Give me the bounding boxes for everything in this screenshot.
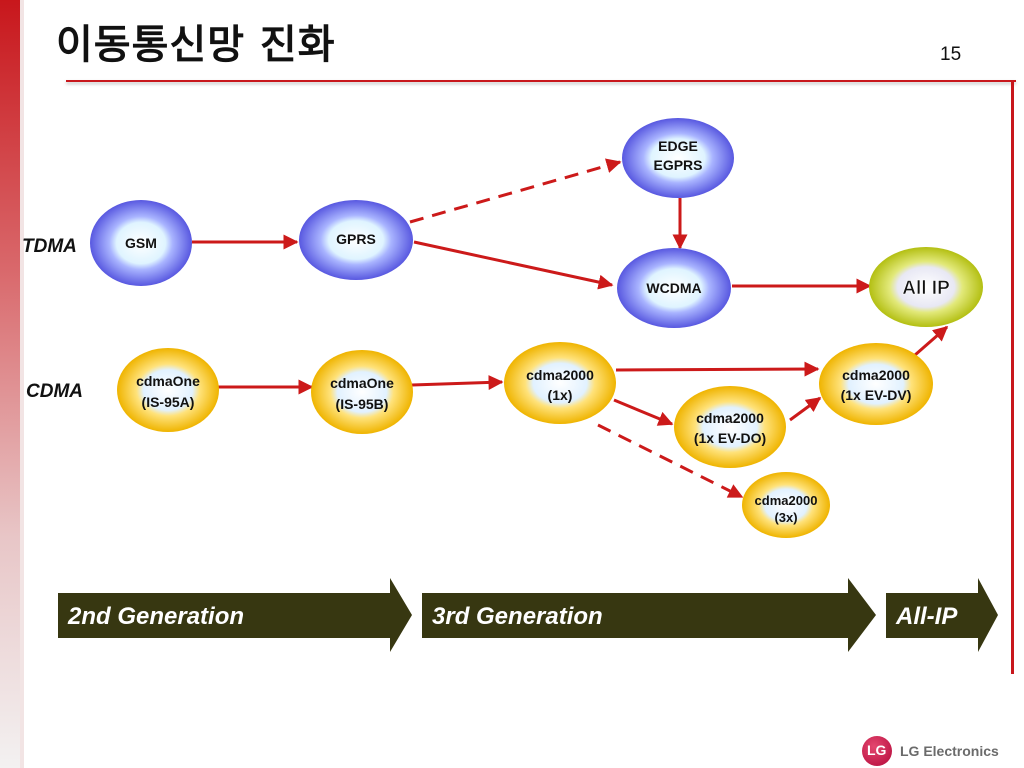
generation-3rd-label: 3rd Generation xyxy=(432,603,603,630)
arrow-1x-evdv xyxy=(615,361,820,377)
node-allip: All IP xyxy=(869,247,983,327)
node-edge-label-line1: EDGE xyxy=(658,138,698,154)
slide-title: 이동통신망 진화 xyxy=(56,22,336,68)
node-cdmaone-is95b-line1: cdmaOne xyxy=(330,375,394,391)
node-allip-label: All IP xyxy=(902,278,950,299)
node-cdma2000-evdv-line2: (1x EV-DV) xyxy=(841,387,912,403)
arrow-1x-evdo xyxy=(613,398,674,426)
node-cdma2000-3x-line1: cdma2000 xyxy=(755,493,818,508)
generation-2nd: 2nd Generation xyxy=(58,578,412,652)
node-cdmaone-is95b-line2: (IS-95B) xyxy=(336,396,389,412)
left-accent-bar-edge xyxy=(20,0,24,768)
node-gsm-label: GSM xyxy=(125,235,157,251)
node-wcdma-label: WCDMA xyxy=(646,280,701,296)
node-cdma2000-evdo-line2: (1x EV-DO) xyxy=(694,430,766,446)
left-accent-bar xyxy=(0,0,20,768)
arrow-1x-3x-dashed xyxy=(597,423,744,499)
arrow-is95b-1x xyxy=(411,374,504,390)
node-cdma2000-evdv-line1: cdma2000 xyxy=(842,367,910,383)
row-label-cdma: CDMA xyxy=(26,381,83,402)
lg-logo-icon: LG xyxy=(862,736,892,766)
node-cdmaone-is95a-line1: cdmaOne xyxy=(136,373,200,389)
generation-2nd-label: 2nd Generation xyxy=(67,603,244,630)
node-cdmaone-is95b: cdmaOne (IS-95B) xyxy=(311,350,413,434)
right-border xyxy=(1011,82,1014,674)
node-edge-label-line2: EGPRS xyxy=(653,157,702,173)
node-cdmaone-is95a-line2: (IS-95A) xyxy=(142,394,195,410)
connector-arrows xyxy=(192,158,949,499)
node-cdma2000-1x-line1: cdma2000 xyxy=(526,367,594,383)
lg-electronics-logo: LG LG Electronics xyxy=(862,735,999,767)
generation-allip: All-IP xyxy=(886,578,998,652)
generation-3rd: 3rd Generation xyxy=(422,578,876,652)
node-gprs: GPRS xyxy=(299,200,413,280)
node-cdma2000-3x: cdma2000 (3x) xyxy=(742,472,830,538)
node-cdma2000-evdo-line1: cdma2000 xyxy=(696,410,764,426)
arrow-evdv-allip xyxy=(914,325,949,357)
arrow-gprs-edge-dashed xyxy=(409,158,622,224)
node-cdma2000-evdo: cdma2000 (1x EV-DO) xyxy=(674,386,786,468)
logo-text: LG Electronics xyxy=(900,743,999,759)
row-label-tdma: TDMA xyxy=(22,236,77,257)
node-cdma2000-1x: cdma2000 (1x) xyxy=(504,342,616,424)
node-wcdma: WCDMA xyxy=(617,248,731,328)
node-cdma2000-1x-line2: (1x) xyxy=(548,387,573,403)
title-divider xyxy=(66,80,1016,82)
arrow-evdo-evdv xyxy=(789,396,822,422)
node-gsm: GSM xyxy=(90,200,192,286)
node-cdma2000-evdv: cdma2000 (1x EV-DV) xyxy=(819,343,933,425)
generation-allip-label: All-IP xyxy=(895,603,958,630)
node-edge: EDGE EGPRS xyxy=(622,118,734,198)
node-cdma2000-3x-line2: (3x) xyxy=(774,510,797,525)
node-cdmaone-is95a: cdmaOne (IS-95A) xyxy=(117,348,219,432)
arrow-gprs-wcdma xyxy=(413,240,614,290)
node-gprs-label: GPRS xyxy=(336,231,376,247)
page-number: 15 xyxy=(940,44,962,65)
